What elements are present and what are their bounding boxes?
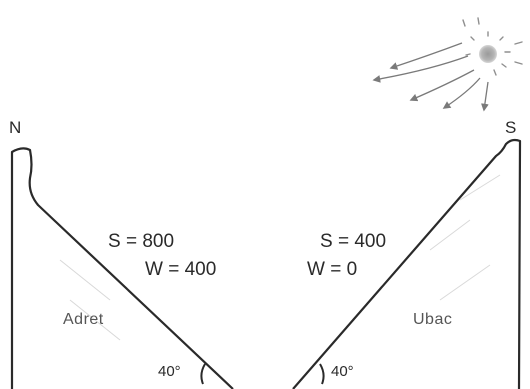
south-slope-w-value: W = 0	[307, 259, 358, 280]
north-label: N	[9, 118, 22, 137]
south-slope-s-value: S = 400	[320, 231, 387, 252]
north-slope-w-value: W = 400	[145, 259, 217, 280]
adret-label: Adret	[63, 311, 104, 328]
south-angle-arc	[319, 363, 325, 385]
north-angle-label: 40°	[158, 363, 181, 380]
sun-ray-2	[372, 55, 469, 83]
sun-icon	[462, 17, 523, 76]
south-label: S	[505, 118, 517, 137]
sun-ray-arrows	[372, 42, 489, 112]
north-slope-s-value: S = 800	[108, 231, 175, 252]
slope-shading	[59, 174, 501, 341]
south-angle-label: 40°	[331, 363, 354, 380]
ubac-label: Ubac	[413, 311, 453, 328]
north-angle-arc	[200, 363, 206, 385]
sun-ray-3	[409, 69, 475, 102]
left-cliff-outline	[10, 147, 234, 389]
sun-ray-4	[442, 77, 481, 109]
sun-ray-1	[389, 42, 463, 70]
sun-ray-5	[481, 81, 489, 112]
right-cliff-outline	[292, 138, 522, 389]
